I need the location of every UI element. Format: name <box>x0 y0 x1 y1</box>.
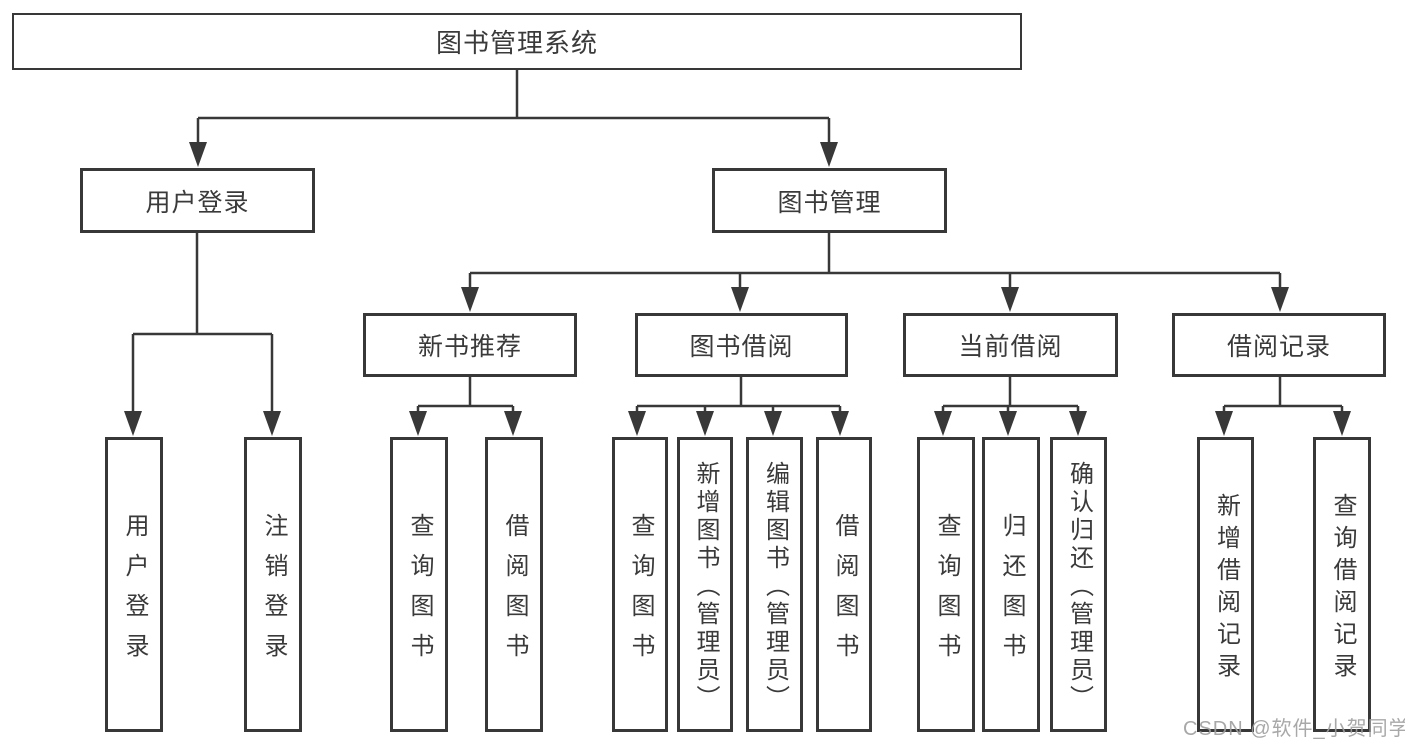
node-current-borrow: 当前借阅 <box>903 313 1118 377</box>
node-new-book-recommend: 新书推荐 <box>363 313 577 377</box>
leaf-borrow-books-recommend-label: 借阅图书 <box>501 512 528 673</box>
leaf-query-borrow-record: 查询借阅记录 <box>1313 437 1371 732</box>
leaf-borrow-books-label: 借阅图书 <box>831 512 858 673</box>
leaf-return-book-label: 归还图书 <box>998 512 1025 673</box>
node-book-management-label: 图书管理 <box>777 188 882 217</box>
leaf-query-books-recommend: 查询图书 <box>390 437 448 732</box>
node-book-borrow-label: 图书借阅 <box>689 333 794 361</box>
leaf-confirm-return-admin-label: 确认归还（管理员） <box>1065 460 1093 713</box>
leaf-edit-book-admin: 编辑图书（管理员） <box>746 437 803 732</box>
node-user-login-label: 用户登录 <box>145 188 250 217</box>
leaf-add-book-admin-label: 新增图书（管理员） <box>692 460 719 713</box>
leaf-query-books-borrow: 查询图书 <box>612 437 668 732</box>
leaf-query-books-recommend-label: 查询图书 <box>406 512 433 673</box>
leaf-borrow-books-recommend: 借阅图书 <box>485 437 543 732</box>
node-root: 图书管理系统 <box>12 13 1022 70</box>
leaf-query-books-current: 查询图书 <box>917 437 975 732</box>
watermark: CSDN @软件_小贺同学 <box>1183 718 1405 740</box>
leaf-logout: 注销登录 <box>244 437 302 732</box>
leaf-edit-book-admin-label: 编辑图书（管理员） <box>761 460 789 713</box>
leaf-add-borrow-record: 新增借阅记录 <box>1197 437 1254 732</box>
leaf-user-login-label: 用户登录 <box>121 512 148 673</box>
leaf-user-login: 用户登录 <box>105 437 163 732</box>
leaf-confirm-return-admin: 确认归还（管理员） <box>1050 437 1107 732</box>
node-new-book-recommend-label: 新书推荐 <box>417 333 522 361</box>
leaf-logout-label: 注销登录 <box>260 512 287 673</box>
node-book-management: 图书管理 <box>712 168 947 233</box>
leaf-add-borrow-record-label: 新增借阅记录 <box>1212 492 1240 685</box>
leaf-borrow-books: 借阅图书 <box>816 437 872 732</box>
leaf-query-books-borrow-label: 查询图书 <box>627 512 654 673</box>
leaf-query-books-current-label: 查询图书 <box>933 512 960 673</box>
node-borrow-records-label: 借阅记录 <box>1226 333 1331 361</box>
node-user-login: 用户登录 <box>80 168 315 233</box>
leaf-add-book-admin: 新增图书（管理员） <box>677 437 733 732</box>
node-borrow-records: 借阅记录 <box>1172 313 1386 377</box>
leaf-query-borrow-record-label: 查询借阅记录 <box>1329 492 1356 685</box>
leaf-return-book: 归还图书 <box>982 437 1040 732</box>
node-root-label: 图书管理系统 <box>435 28 598 58</box>
node-book-borrow: 图书借阅 <box>635 313 848 377</box>
node-current-borrow-label: 当前借阅 <box>958 333 1063 361</box>
